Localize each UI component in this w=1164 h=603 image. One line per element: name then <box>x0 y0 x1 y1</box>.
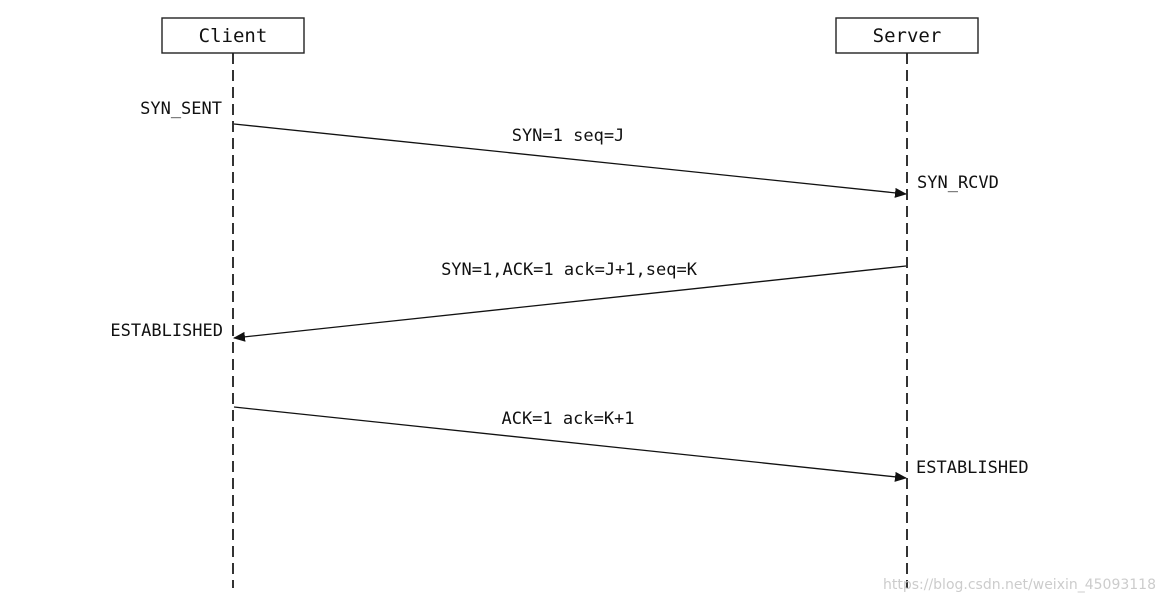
syn-message-arrow <box>233 123 907 198</box>
watermark-text: https://blog.csdn.net/weixin_45093118 <box>883 577 1156 593</box>
syn-ack-message-arrow <box>233 265 907 342</box>
server-participant-label: Server <box>873 25 942 47</box>
syn-message-label: SYN=1 seq=J <box>512 126 625 146</box>
client-participant-box: Client <box>161 17 305 54</box>
syn-ack-message-label: SYN=1,ACK=1 ack=J+1,seq=K <box>441 260 698 280</box>
client-state-established: ESTABLISHED <box>110 321 223 341</box>
ack-message-label: ACK=1 ack=K+1 <box>501 409 634 429</box>
server-state-established: ESTABLISHED <box>916 458 1029 478</box>
client-state-syn-sent: SYN_SENT <box>140 99 222 119</box>
client-participant-label: Client <box>199 25 268 47</box>
server-state-syn-rcvd: SYN_RCVD <box>917 173 999 193</box>
ack-message-arrow <box>233 406 907 482</box>
server-participant-box: Server <box>835 17 979 54</box>
